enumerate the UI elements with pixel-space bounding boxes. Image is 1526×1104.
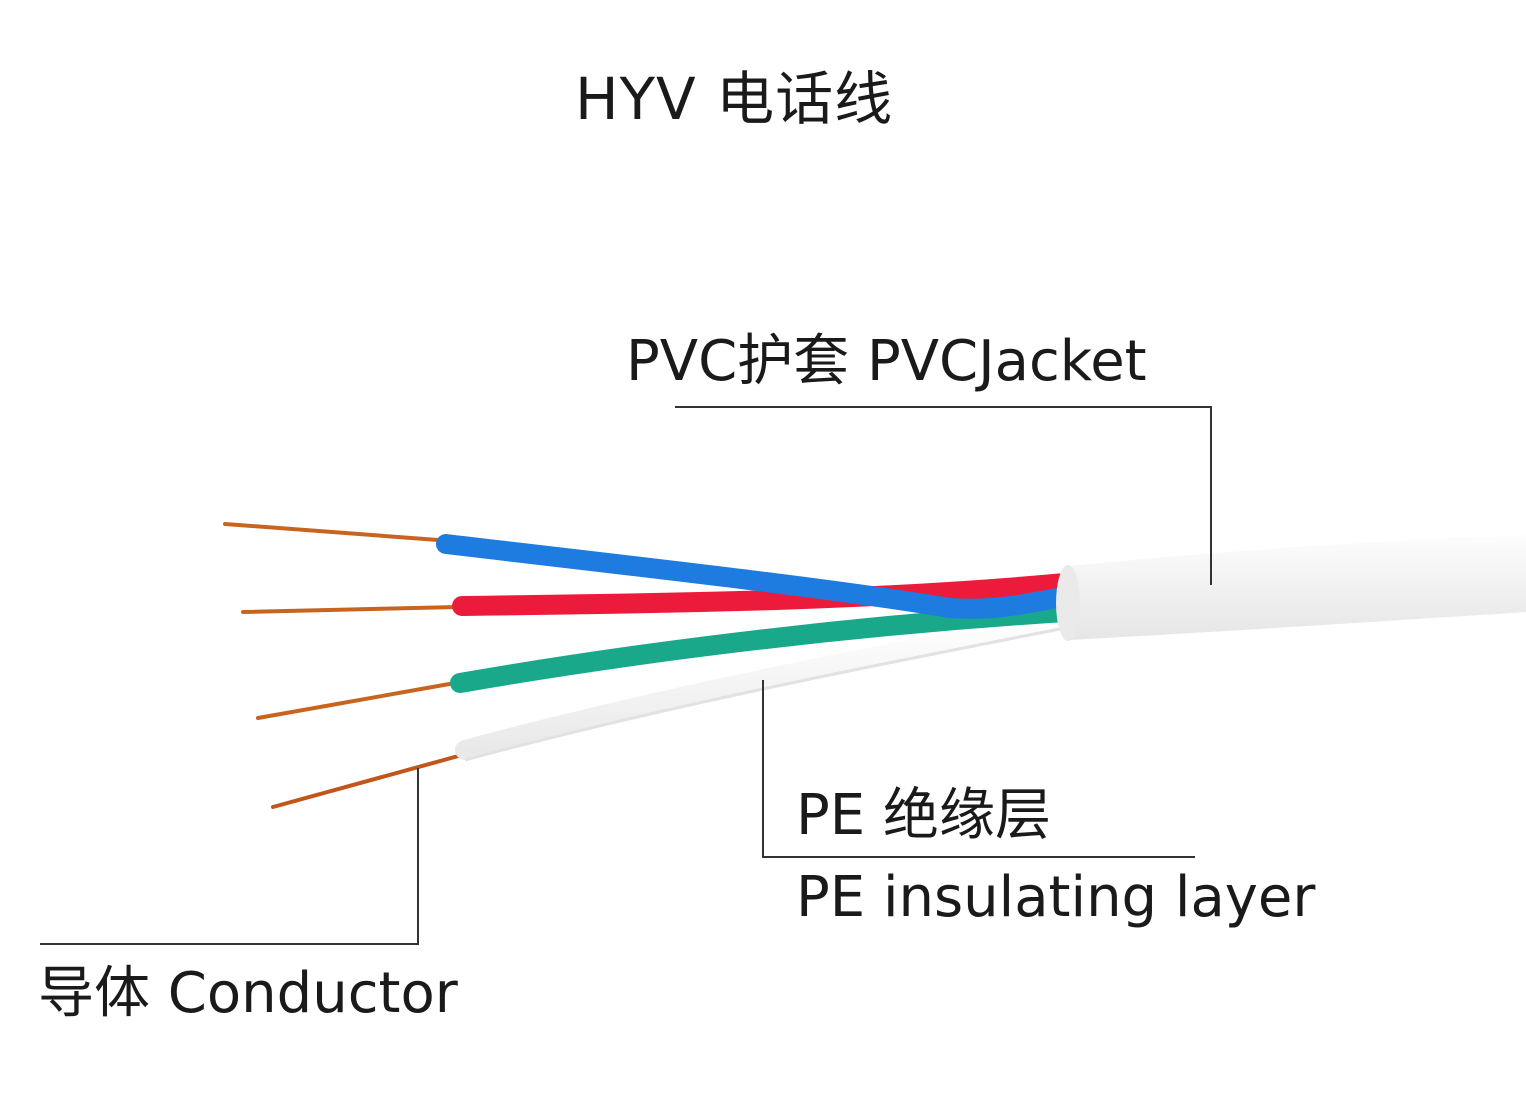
conductor-red-wire bbox=[241, 605, 460, 614]
white-wire bbox=[455, 610, 1075, 760]
diagram-title: HYV 电话线 bbox=[575, 65, 894, 133]
conductor-white-wire bbox=[271, 753, 464, 809]
conductors bbox=[223, 522, 464, 809]
conductor-green-wire bbox=[256, 681, 457, 720]
jacket-label: PVC护套 PVCJacket bbox=[626, 329, 1147, 394]
jacket-leader-line bbox=[675, 406, 1212, 585]
conductor-leader-line bbox=[40, 768, 419, 945]
red-wire bbox=[452, 573, 1075, 616]
insulation-label-cn: PE 绝缘层 bbox=[796, 783, 1051, 848]
insulation-label-en: PE insulating layer bbox=[796, 865, 1316, 930]
conductor-blue-wire bbox=[223, 522, 440, 542]
insulated-wires bbox=[436, 534, 1075, 762]
insulation-leader-line bbox=[762, 680, 1195, 858]
blue-wire bbox=[436, 534, 1075, 619]
leader-lines bbox=[40, 406, 1212, 945]
pvc-jacket bbox=[1056, 535, 1526, 641]
white-wire-shadow bbox=[464, 626, 1066, 762]
conductor-label: 导体 Conductor bbox=[38, 961, 458, 1026]
